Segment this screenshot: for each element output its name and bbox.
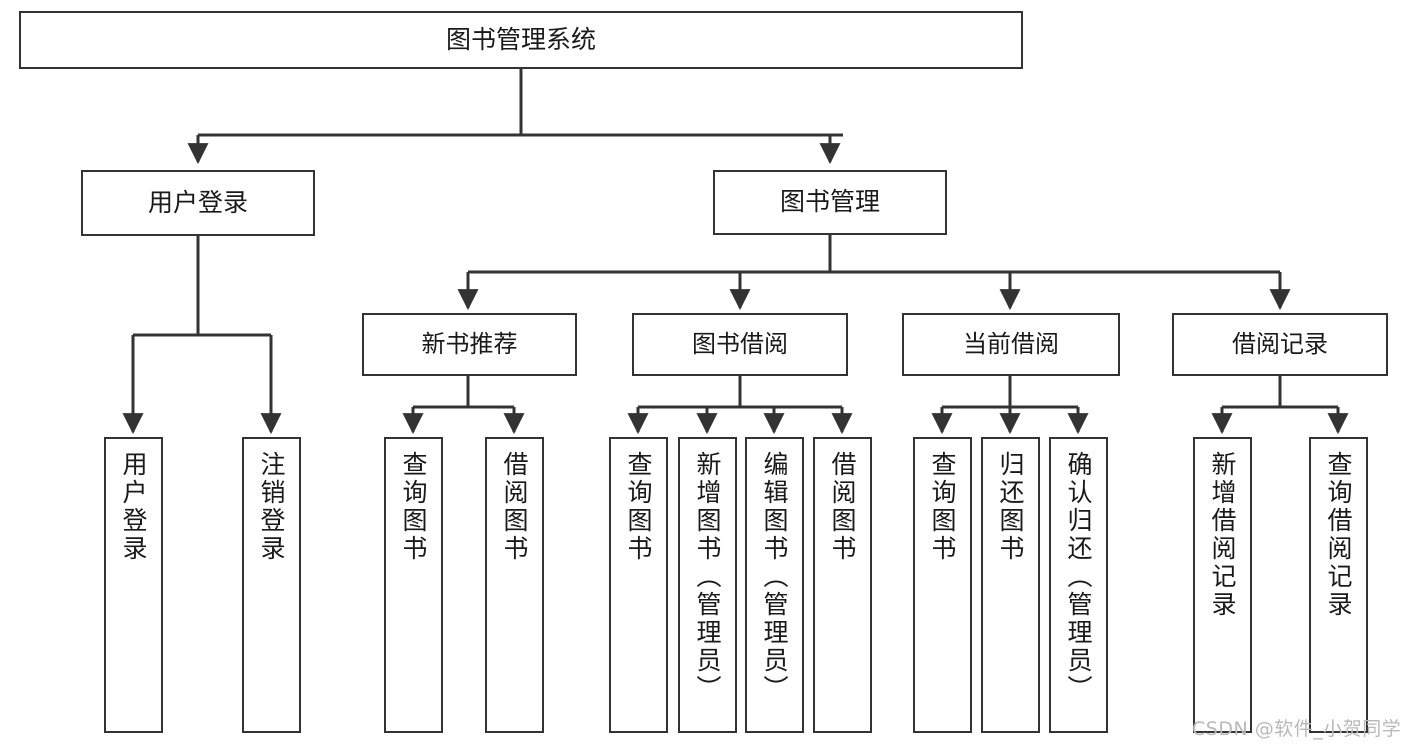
node-borrow-record-label: 借阅记录 (1232, 329, 1328, 358)
leaf-return-book-label: 归还图书 (996, 451, 1025, 563)
node-current-borrow-label: 当前借阅 (963, 329, 1059, 358)
leaf-add-borrow-record-label: 新增借阅记录 (1208, 451, 1237, 619)
leaf-edit-book-label: 编辑图书（管理员） (760, 451, 789, 703)
leaf-query-book-current-label: 查询图书 (928, 451, 957, 563)
leaf-logout-label: 注销登录 (257, 451, 286, 563)
leaf-logout[interactable]: 注销登录 (242, 437, 301, 733)
leaf-query-book-recommend[interactable]: 查询图书 (384, 437, 443, 733)
csdn-watermark: CSDN @软件_小贺同学 (1192, 718, 1402, 740)
leaf-confirm-return[interactable]: 确认归还（管理员） (1049, 437, 1108, 733)
leaf-query-borrow-record-label: 查询借阅记录 (1324, 451, 1353, 619)
leaf-confirm-return-label: 确认归还（管理员） (1064, 451, 1093, 703)
leaf-borrow-book[interactable]: 借阅图书 (813, 437, 872, 733)
node-user-login-label: 用户登录 (147, 187, 248, 217)
node-root-label: 图书管理系统 (445, 24, 596, 54)
leaf-query-borrow-record[interactable]: 查询借阅记录 (1309, 437, 1368, 733)
leaf-add-book-label: 新增图书（管理员） (693, 451, 722, 703)
node-user-login[interactable]: 用户登录 (81, 170, 315, 236)
node-book-manage-label: 图书管理 (779, 187, 880, 217)
leaf-borrow-book-recommend-label: 借阅图书 (500, 451, 529, 563)
node-new-book-recommend-label: 新书推荐 (421, 329, 518, 358)
node-new-book-recommend[interactable]: 新书推荐 (362, 313, 577, 376)
node-root[interactable]: 图书管理系统 (19, 11, 1023, 69)
leaf-user-login-label: 用户登录 (119, 451, 148, 563)
leaf-query-book-recommend-label: 查询图书 (399, 451, 428, 563)
leaf-add-book[interactable]: 新增图书（管理员） (678, 437, 737, 733)
node-book-borrow-label: 图书借阅 (692, 329, 788, 358)
node-current-borrow[interactable]: 当前借阅 (902, 313, 1120, 376)
node-book-borrow[interactable]: 图书借阅 (632, 313, 848, 376)
leaf-query-book-current[interactable]: 查询图书 (913, 437, 972, 733)
leaf-borrow-book-recommend[interactable]: 借阅图书 (485, 437, 544, 733)
leaf-query-book-borrow-label: 查询图书 (624, 451, 653, 563)
node-borrow-record[interactable]: 借阅记录 (1172, 313, 1388, 376)
leaf-user-login[interactable]: 用户登录 (104, 437, 163, 733)
leaf-add-borrow-record[interactable]: 新增借阅记录 (1193, 437, 1252, 733)
leaf-borrow-book-label: 借阅图书 (828, 451, 857, 563)
leaf-query-book-borrow[interactable]: 查询图书 (609, 437, 668, 733)
leaf-return-book[interactable]: 归还图书 (981, 437, 1040, 733)
node-book-manage[interactable]: 图书管理 (713, 170, 947, 235)
leaf-edit-book[interactable]: 编辑图书（管理员） (745, 437, 804, 733)
